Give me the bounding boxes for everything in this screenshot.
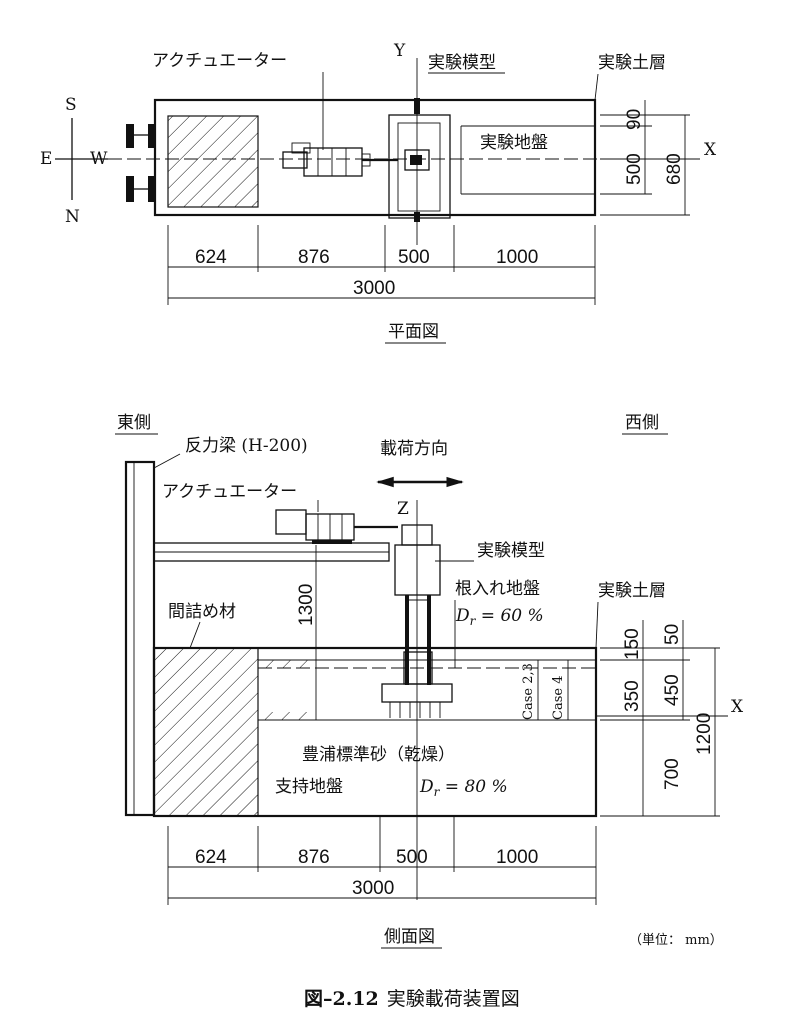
side-dim-150: 150 — [622, 628, 643, 660]
plan-actuator-label: アクチュエーター — [152, 51, 287, 71]
plan-soil-label: 実験土層 — [598, 53, 666, 73]
plan-reaction-plate-top — [126, 124, 134, 148]
side-model-label: 実験模型 — [477, 541, 545, 561]
side-support-label: 支持地盤 — [275, 777, 343, 797]
side-sand-label: 豊浦標準砂（乾燥） — [302, 745, 455, 765]
plan-actuator — [282, 142, 398, 177]
plan-dim-876: 876 — [298, 247, 330, 268]
side-dim-350: 350 — [622, 680, 643, 712]
plan-model-label: 実験模型 — [428, 53, 496, 73]
plan-title: 平面図 — [388, 322, 439, 342]
side-dim-700: 700 — [662, 758, 683, 790]
svg-text:S: S — [65, 95, 77, 115]
plan-dim-90: 90 — [624, 109, 645, 130]
side-dim-3000: 3000 — [352, 878, 394, 899]
side-dim-1200: 1200 — [694, 713, 715, 755]
plan-model — [388, 98, 451, 222]
svg-text:W: W — [90, 149, 108, 169]
side-actuator — [275, 509, 398, 544]
side-axis-x: X — [731, 697, 744, 717]
side-dim-450: 450 — [662, 674, 683, 706]
plan-axis-x: X — [704, 140, 717, 160]
side-view: 東側 西側 反力梁 (H-200) 載荷方向 アクチュエーター Z — [115, 413, 744, 949]
svg-text:N: N — [65, 207, 80, 227]
side-embed-dr: Dr = 60 % — [455, 606, 544, 628]
side-case23: Case 2,3 — [521, 663, 536, 720]
side-dim-1300: 1300 — [296, 584, 317, 626]
side-load-dir-label: 載荷方向 — [380, 439, 448, 459]
side-model — [381, 524, 453, 718]
side-support-dr: Dr = 80 % — [419, 777, 508, 799]
svg-text:E: E — [40, 149, 52, 169]
plan-dim-3000: 3000 — [353, 278, 395, 299]
plan-reaction-plate-top2 — [148, 124, 154, 148]
side-dim-500: 500 — [396, 847, 428, 868]
plan-dim-500: 500 — [398, 247, 430, 268]
side-unit: （単位： mm） — [629, 932, 723, 948]
side-west-label: 西側 — [625, 413, 659, 433]
side-spacer-hatch — [153, 647, 259, 817]
side-case4: Case 4 — [551, 676, 566, 720]
plan-spacer-hatch — [167, 115, 259, 208]
plan-reaction-plate-bot2 — [148, 176, 154, 202]
side-title: 側面図 — [384, 927, 435, 947]
plan-dim-680: 680 — [664, 153, 685, 185]
plan-dim-1000: 1000 — [496, 247, 538, 268]
plan-view: Y X S E W N アクチュエーター 実験模型 実験土層 実験地盤 90 5… — [40, 41, 717, 344]
plan-dim-500v: 500 — [624, 153, 645, 185]
plan-compass: S E W N — [40, 95, 108, 227]
plan-ground-label: 実験地盤 — [480, 133, 548, 153]
side-embed-label: 根入れ地盤 — [455, 579, 540, 599]
side-spacer-label: 間詰め材 — [168, 602, 236, 622]
side-axis-z: Z — [397, 499, 409, 519]
side-reaction-column — [124, 460, 156, 817]
side-east-label: 東側 — [117, 413, 151, 433]
side-dim-876: 876 — [298, 847, 330, 868]
side-dim-50: 50 — [662, 624, 683, 645]
plan-dim-624: 624 — [195, 247, 227, 268]
plan-axis-y: Y — [393, 41, 406, 61]
side-soil-label: 実験土層 — [598, 581, 666, 601]
plan-reaction-plate-bot — [126, 176, 134, 202]
side-beam-label: 反力梁 (H-200) — [185, 436, 308, 456]
plan-soil-box — [153, 98, 597, 217]
side-dim-1000: 1000 — [496, 847, 538, 868]
side-dim-624: 624 — [195, 847, 227, 868]
side-actuator-label: アクチュエーター — [162, 482, 297, 502]
